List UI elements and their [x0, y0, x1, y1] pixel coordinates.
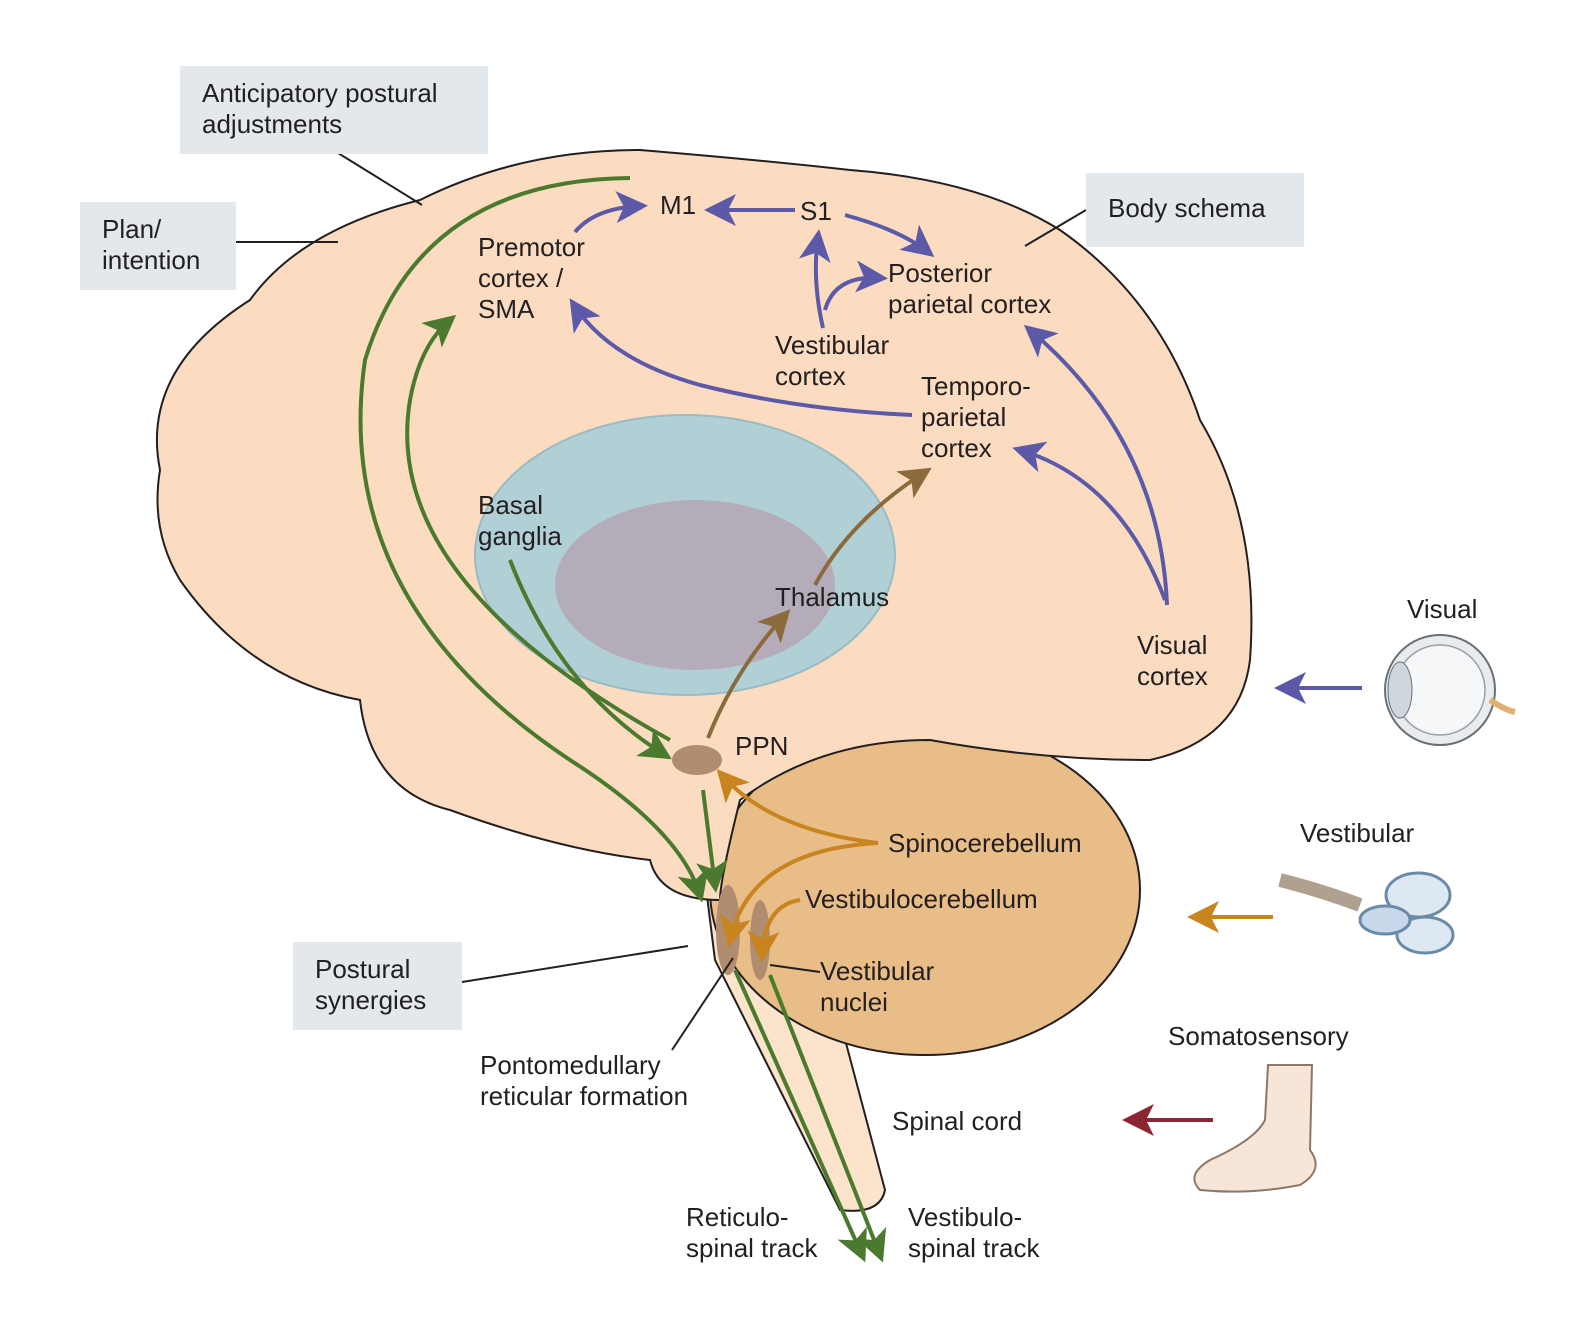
label-box-anticipatory: Anticipatory postural adjustments [180, 66, 488, 154]
label-thalamus: Thalamus [775, 582, 890, 612]
label-m1: M1 [660, 190, 697, 220]
arrow-ppn-to-premotor [405, 314, 671, 742]
label-posterior-parietal: Posterior parietal cortex [888, 258, 1052, 319]
label-premotor: Premotor cortex / SMA [478, 232, 585, 324]
label-vestibulocerebellum: Vestibulocerebellum [805, 884, 1038, 914]
vestibulospinal-tract [768, 974, 887, 1263]
arrow-vestibular-to-ppc [823, 260, 888, 311]
arrow-thalamus-to-tpc [813, 467, 932, 586]
label-vestibulospinal: Vestibulo- spinal track [908, 1202, 1040, 1263]
label-box-plan: Plan/ intention [80, 202, 236, 290]
arrow-premotor-to-m1 [573, 191, 648, 234]
label-input-vestibular: Vestibular [1300, 818, 1415, 848]
reticular-formation [716, 885, 740, 975]
arrow-spinocerebellum-to-ppn [716, 768, 879, 845]
arrow-visual-to-tpc [1012, 441, 1167, 601]
arrow-visual-to-ppc [1023, 324, 1169, 606]
label-vestibular-nuclei: Vestibular nuclei [820, 956, 935, 1017]
vestibular-nuclei-shape [750, 900, 770, 980]
label-spinal-cord: Spinal cord [892, 1106, 1023, 1136]
eye-icon [1384, 634, 1516, 746]
label-pontomedullary: Pontomedullary reticular formation [480, 1050, 689, 1111]
label-visual-cortex: Visual cortex [1137, 630, 1208, 691]
label-s1: S1 [800, 196, 832, 226]
label-spinocerebellum: Spinocerebellum [888, 828, 1082, 858]
inner-ear-icon [1278, 871, 1455, 955]
arrow-vestibulocerebellum-to-nuclei [747, 898, 801, 963]
arrow-tpc-to-premotor [569, 298, 913, 417]
arrow-ppn-to-thalamus [706, 609, 791, 739]
label-box-postural-synergies: Postural synergies [293, 942, 462, 1030]
arrow-bg-ppn [508, 559, 672, 760]
label-vestibular-cortex: Vestibular cortex [775, 330, 890, 391]
label-input-visual: Visual [1407, 594, 1478, 624]
label-temporoparietal: Temporo- parietal cortex [921, 371, 1031, 463]
arrow-ppn-down [696, 789, 728, 893]
arrow-s1-to-ppc [844, 213, 935, 257]
label-input-somatosensory: Somatosensory [1168, 1021, 1349, 1051]
arrow-vestibular-to-s1 [798, 229, 831, 329]
label-basal-ganglia: Basal ganglia [478, 490, 562, 551]
ppn-nucleus [672, 745, 722, 775]
reticulospinal-tract [733, 969, 867, 1263]
arrow-m1-descending [358, 176, 709, 903]
label-ppn: PPN [735, 731, 789, 761]
label-reticulospinal: Reticulo- spinal track [686, 1202, 818, 1263]
foot-icon [1193, 1064, 1317, 1193]
arrow-spinocerebellum-to-rf [719, 841, 879, 948]
label-box-body-schema: Body schema [1086, 173, 1304, 247]
